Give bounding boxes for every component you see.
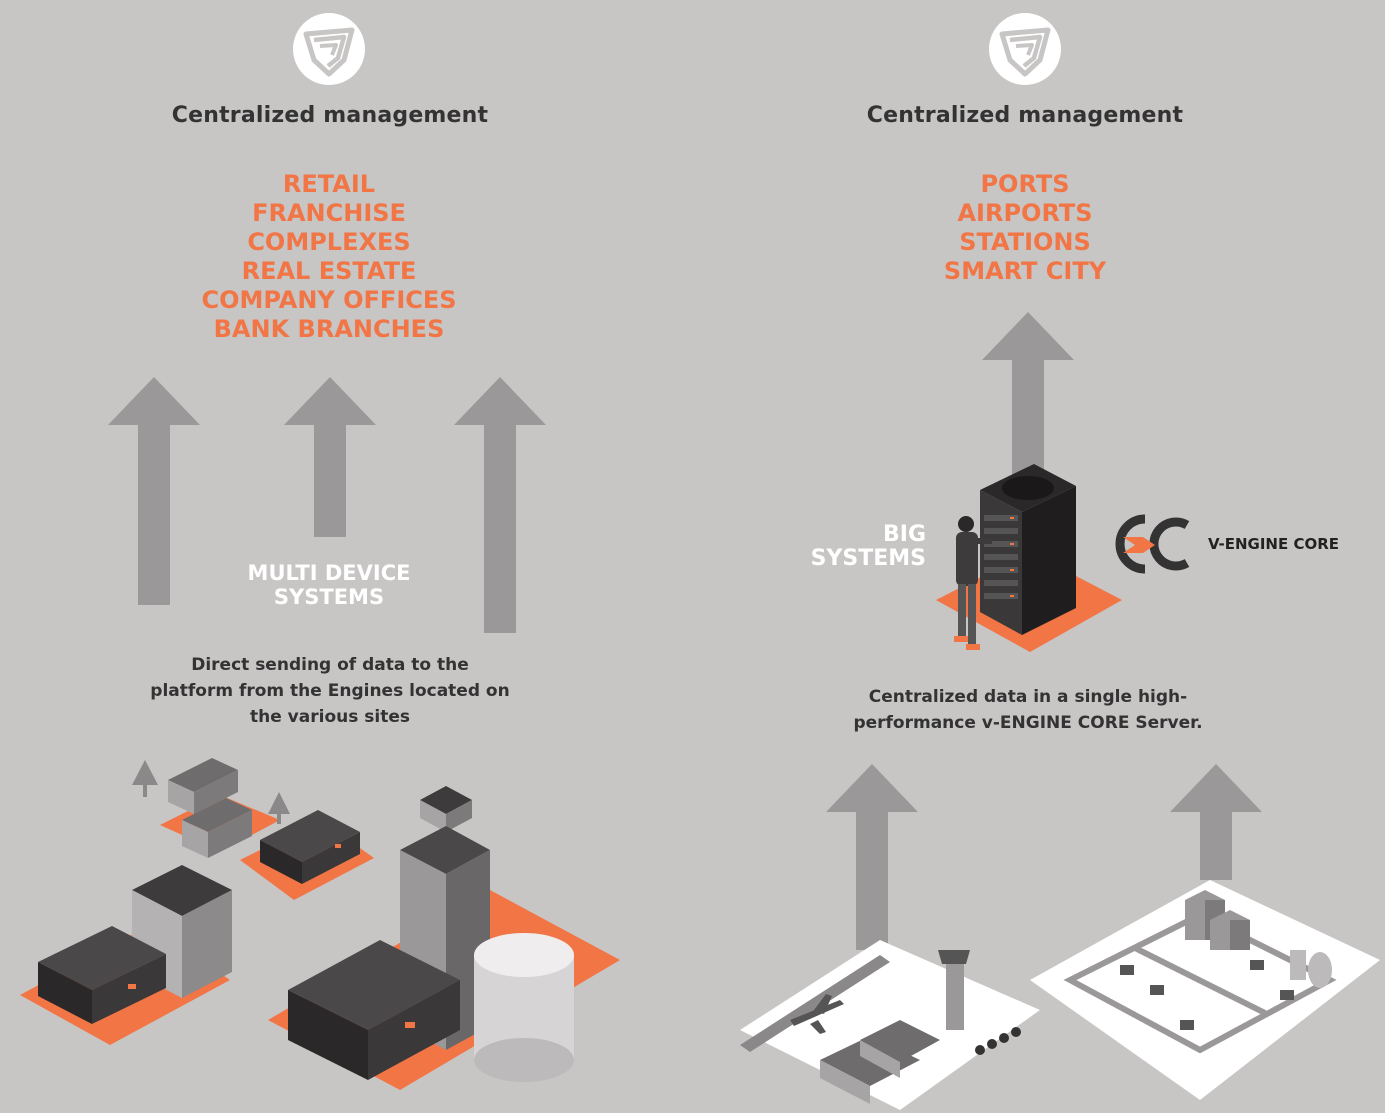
sector-item: BANK BRANCHES (213, 315, 445, 343)
sector-item: PORTS (980, 170, 1070, 198)
sector-item: FRANCHISE (252, 199, 406, 227)
up-arrow-icon (284, 377, 376, 537)
shield-logo-icon (293, 13, 365, 85)
server-rack-icon (980, 464, 1076, 635)
sector-item: COMPANY OFFICES (201, 286, 457, 314)
left-logo (292, 12, 366, 90)
airport-platform (740, 940, 1040, 1110)
engine-device-icon (260, 810, 360, 884)
round-building-icon (474, 933, 574, 1082)
right-heading: Centralized management (866, 103, 1184, 128)
control-tower-icon (938, 950, 970, 1030)
multi-device-label: MULTI DEVICE SYSTEMS (247, 561, 411, 609)
sector-item: STATIONS (959, 228, 1091, 256)
sector-item: AIRPORTS (957, 199, 1093, 227)
left-description: Direct sending of data to the platform f… (150, 655, 510, 727)
smart-city-platform (1030, 880, 1380, 1100)
up-arrow-icon (108, 377, 200, 605)
v-engine-core-label: V-ENGINE CORE (1208, 535, 1340, 553)
shield-logo-icon (989, 13, 1061, 85)
sector-item: SMART CITY (943, 257, 1107, 285)
up-arrow-icon (1170, 764, 1262, 880)
airport-city-illustration (740, 880, 1380, 1110)
v-engine-core-logo-icon (1115, 514, 1190, 574)
up-arrow-icon (826, 764, 918, 950)
tree-icon (268, 792, 290, 824)
right-logo (988, 12, 1062, 90)
engine-device-icon (288, 940, 460, 1080)
hangar-icon (820, 1020, 940, 1104)
engine-device-icon (38, 926, 166, 1024)
left-sites-illustration (20, 758, 620, 1090)
tree-icon (132, 760, 158, 797)
left-heading: Centralized management (171, 103, 489, 128)
technician-icon (954, 516, 992, 650)
sector-item: REAL ESTATE (241, 257, 417, 285)
right-sector-list: PORTS AIRPORTS STATIONS SMART CITY (745, 170, 1305, 286)
up-arrow-icon (982, 312, 1074, 490)
right-description: Centralized data in a single high- perfo… (853, 687, 1203, 733)
airplane-icon (790, 994, 844, 1034)
big-systems-label: BIG SYSTEMS (810, 522, 926, 571)
office-block (168, 758, 252, 858)
up-arrow-icon (454, 377, 546, 633)
sector-item: COMPLEXES (247, 228, 411, 256)
sector-item: RETAIL (282, 170, 376, 198)
left-sector-list: RETAIL FRANCHISE COMPLEXES REAL ESTATE C… (49, 170, 609, 344)
server-illustration (936, 464, 1122, 652)
